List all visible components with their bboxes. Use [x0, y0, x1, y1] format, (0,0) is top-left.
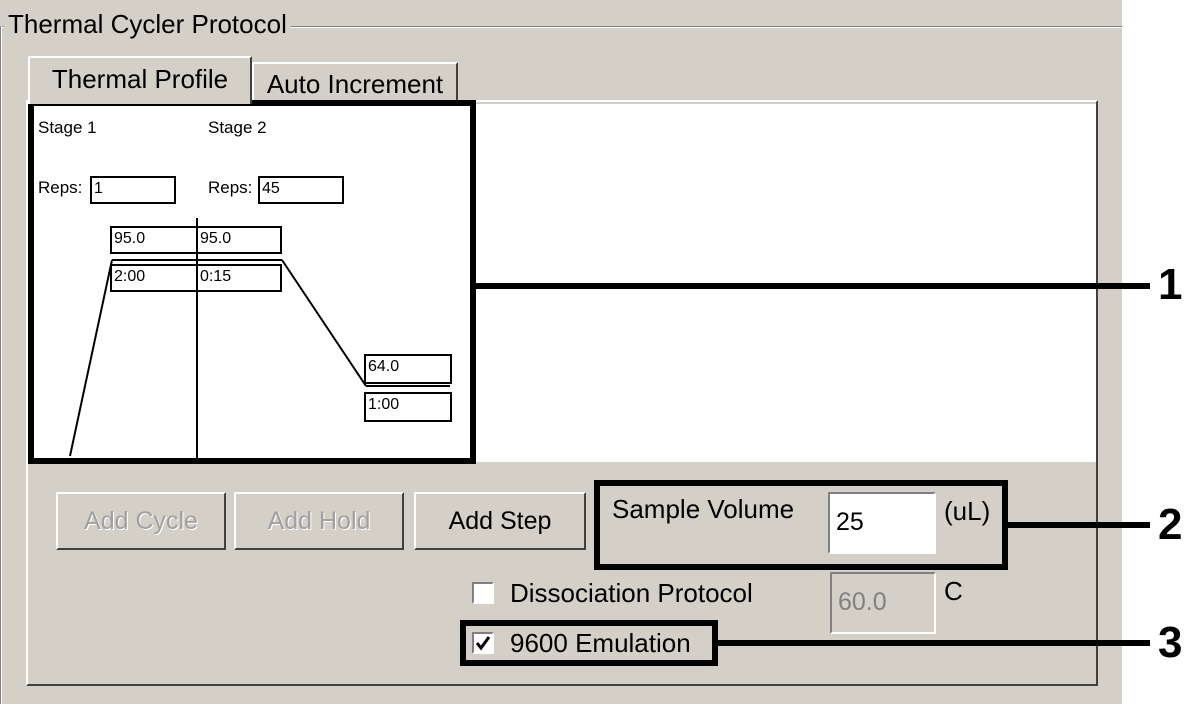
stage-2-reps-field[interactable]: 45: [258, 176, 344, 204]
add-cycle-button[interactable]: Add Cycle: [56, 492, 226, 550]
callout-number-1: 1: [1158, 260, 1183, 309]
callout-box-thermal-profile: [28, 100, 476, 464]
callout-number-2: 2: [1158, 500, 1183, 549]
ramp-up-line: [69, 259, 113, 457]
add-hold-button[interactable]: Add Hold: [234, 492, 404, 550]
sample-volume-unit: (uL): [944, 496, 991, 526]
checkmark-icon: [475, 636, 491, 651]
callout-line-2: [1006, 522, 1150, 528]
callout-line-3: [716, 640, 1150, 646]
callout-box-sample-volume: [594, 480, 1008, 570]
stage-1-reps-field[interactable]: 1: [90, 176, 176, 204]
dissociation-protocol-label: Dissociation Protocol: [510, 578, 753, 608]
sample-volume-input[interactable]: 25: [828, 492, 936, 554]
callout-number-3: 3: [1158, 618, 1183, 667]
dissociation-protocol-checkbox[interactable]: [472, 582, 494, 604]
group-box-top-border: [0, 26, 1122, 28]
stage-2-step-1-temp-field[interactable]: 95.0: [196, 226, 282, 254]
group-box-title: Thermal Cycler Protocol: [4, 9, 291, 39]
dissociation-temp-input: 60.0: [830, 572, 936, 634]
emulation-9600-label: 9600 Emulation: [510, 628, 691, 658]
dissociation-temp-unit: C: [944, 576, 963, 606]
stage-1-step-1-time-field[interactable]: 2:00: [110, 264, 198, 292]
tab-thermal-profile[interactable]: Thermal Profile: [28, 56, 252, 104]
sample-volume-label: Sample Volume: [612, 494, 795, 524]
tab-auto-increment[interactable]: Auto Increment: [252, 62, 458, 102]
emulation-9600-checkbox[interactable]: [472, 632, 494, 654]
group-box-left-border: [0, 26, 2, 704]
stage-2-step-1-time-field[interactable]: 0:15: [196, 264, 282, 292]
ramp-down-line: [281, 259, 367, 387]
add-step-button[interactable]: Add Step: [414, 492, 586, 550]
stage-1-label: Stage 1: [38, 118, 97, 137]
stage-2-step-2-temp-field[interactable]: 64.0: [364, 354, 452, 384]
stage-2-step-2-time-field[interactable]: 1:00: [364, 392, 452, 422]
stage-2-reps-label: Reps:: [208, 178, 253, 197]
stage-1-reps-label: Reps:: [38, 178, 83, 197]
callout-line-1: [474, 283, 1150, 289]
callout-box-9600-emulation: [460, 620, 718, 666]
stage-2-label: Stage 2: [208, 118, 267, 137]
